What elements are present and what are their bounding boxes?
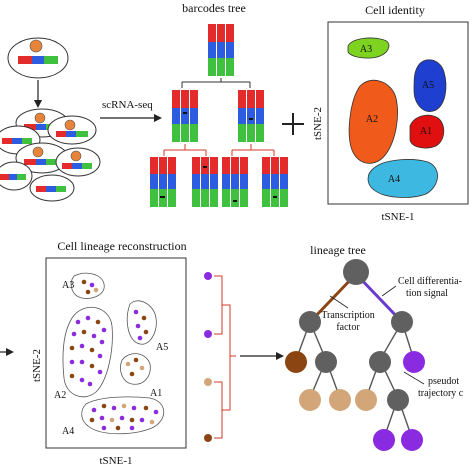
cluster-a5-label: A5 <box>422 80 434 91</box>
cluster-a3-label: A3 <box>360 44 372 55</box>
differentiation-signal-label: Cell differentia- <box>398 276 462 287</box>
barcodes-tree-title: barcodes tree <box>182 1 246 15</box>
tree-node-tan <box>329 389 351 411</box>
cluster-a2-label-bottom: A2 <box>54 390 66 401</box>
cluster-a3-outline <box>70 272 105 299</box>
cluster-a3-label-bottom: A3 <box>62 280 74 291</box>
cluster-a5-label-bottom: A5 <box>156 342 168 353</box>
cell-identity-title: Cell identity <box>365 3 425 17</box>
cluster-a5-outline <box>126 300 157 345</box>
scrna-seq-arrow: scRNA-seq <box>100 99 162 122</box>
scrna-seq-label: scRNA-seq <box>102 99 153 111</box>
tree-node-purple <box>373 429 395 451</box>
cluster-a5-shape <box>413 59 447 112</box>
cluster-a4-outline <box>81 396 165 435</box>
tree-node <box>391 311 413 333</box>
pseudotime-label-2: trajectory c <box>418 388 464 399</box>
cluster-a1-label: A1 <box>420 126 432 137</box>
pseudotime-label: pseudot <box>428 376 459 387</box>
tsne1-label-top: tSNE-1 <box>382 211 415 223</box>
tree-node-tan <box>299 389 321 411</box>
cluster-a4-label: A4 <box>388 174 400 185</box>
differentiation-signal-label-2: tion signal <box>406 288 448 299</box>
cluster-a1-label-bottom: A1 <box>150 388 162 399</box>
barcode-level2-left <box>172 90 198 142</box>
side-dendrogram <box>204 272 236 442</box>
tree-node-root <box>343 259 369 285</box>
cell-dots <box>69 279 159 431</box>
transcription-factor-label-2: factor <box>336 322 360 333</box>
cluster-a4-shape <box>367 159 438 198</box>
tree-node <box>299 311 321 333</box>
tsne1-label-bottom: tSNE-1 <box>100 455 133 467</box>
lineage-tree-panel: lineage tree Transcription factor Cell d <box>285 243 464 451</box>
lineage-tree-title: lineage tree <box>310 243 366 257</box>
tree-node-purple <box>401 429 423 451</box>
barcode-level3 <box>150 157 288 207</box>
tsne2-label-bottom: tSNE-2 <box>31 349 43 382</box>
tree-node-brown <box>285 351 307 373</box>
lineage-reconstruction-panel: Cell lineage reconstruction tSNE-2 tSNE-… <box>0 239 284 467</box>
barcodes-tree: barcodes tree <box>150 1 288 207</box>
tree-node <box>387 389 409 411</box>
tsne2-label-top: tSNE-2 <box>312 107 324 140</box>
cluster-a2-label: A2 <box>366 114 378 125</box>
cell-identity-panel: Cell identity tSNE-2 tSNE-1 A3 A5 A2 A1 … <box>312 3 469 223</box>
tree-node <box>315 351 337 373</box>
cluster-a4-label-bottom: A4 <box>62 426 74 437</box>
cluster-a2-shape <box>348 79 398 164</box>
tree-node <box>369 351 391 373</box>
lineage-reconstruction-frame <box>45 257 187 449</box>
cluster-a3-shape <box>347 37 390 59</box>
barcode-root <box>208 24 234 76</box>
parent-nucleus-icon <box>29 39 43 53</box>
cluster-a2-outline <box>62 306 113 398</box>
cell-division-panel <box>0 37 101 202</box>
cluster-a1-shape <box>409 114 445 149</box>
barcode-level2-right <box>238 90 264 142</box>
tree-node-tan <box>355 389 377 411</box>
transcription-factor-label: Transcription <box>321 310 375 321</box>
lineage-reconstruction-title: Cell lineage reconstruction <box>57 239 186 253</box>
plus-icon <box>282 113 304 135</box>
tree-node-purple <box>403 351 425 373</box>
cluster-a1-outline <box>120 353 151 385</box>
